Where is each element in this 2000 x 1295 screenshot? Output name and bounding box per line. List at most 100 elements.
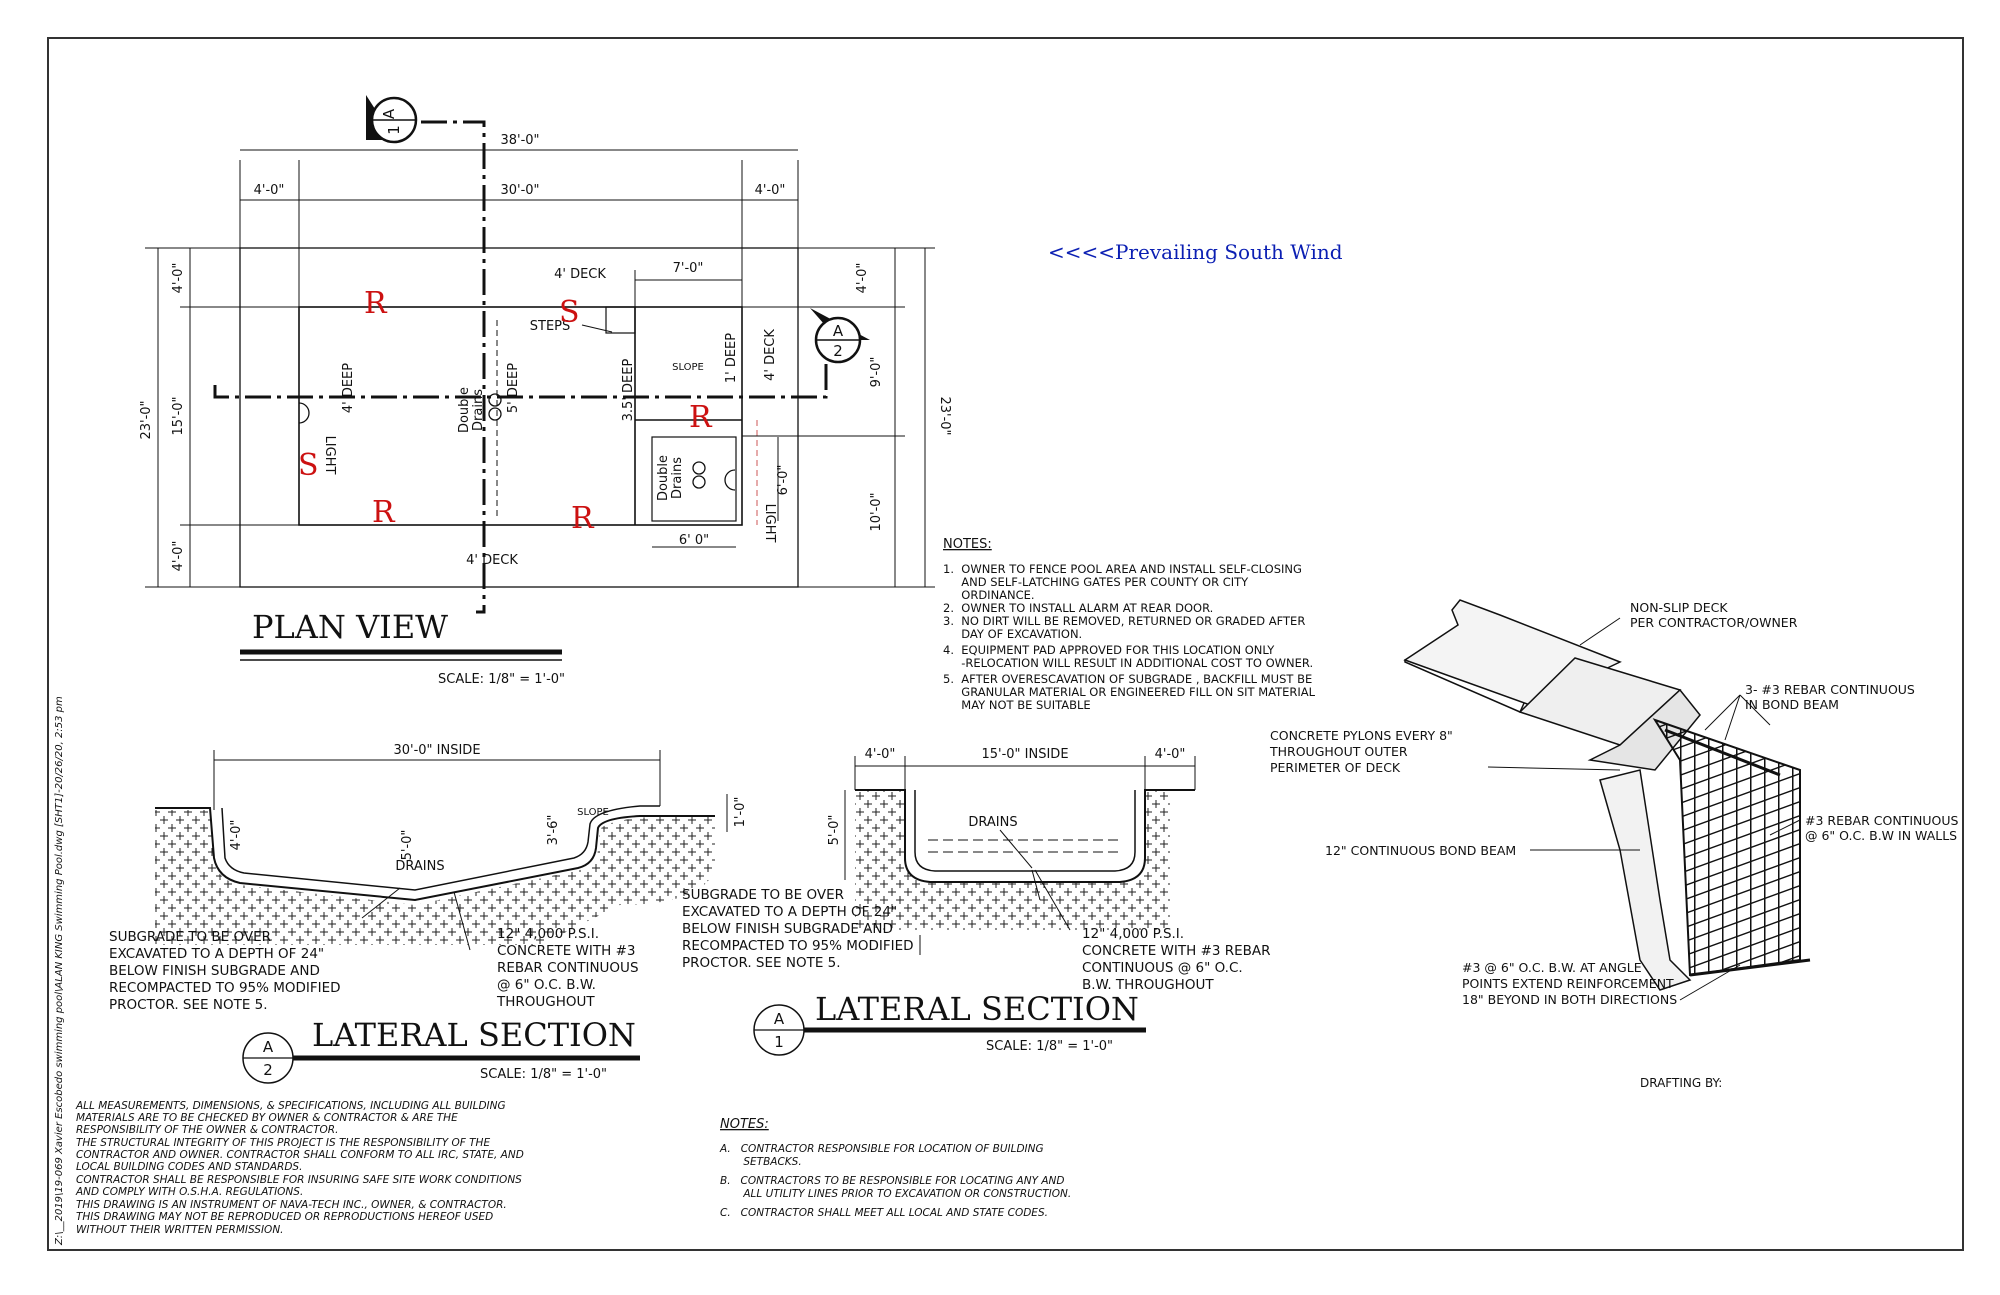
- a1-subgrade-line: RECOMPACTED TO 95% MODIFIED: [682, 938, 914, 954]
- dim-spa-inner-h: 6' 0": [679, 533, 709, 548]
- note-line: MAY NOT BE SUITABLE: [943, 698, 1091, 712]
- note-line: 4. EQUIPMENT PAD APPROVED FOR THIS LOCAT…: [943, 643, 1275, 657]
- detail-non-slip-2: PER CONTRACTOR/OWNER: [1630, 615, 1798, 630]
- a2-concrete-line: THROUGHOUT: [496, 994, 595, 1010]
- detail-rebar-bond-1: 3- #3 REBAR CONTINUOUS: [1745, 682, 1915, 697]
- general-note-line: THE STRUCTURAL INTEGRITY OF THIS PROJECT…: [76, 1137, 490, 1149]
- detail-pylons-2: THROUGHOUT OUTER: [1269, 744, 1408, 759]
- detail-pylons-1: CONCRETE PYLONS EVERY 8": [1270, 728, 1453, 743]
- general-note-line: MATERIALS ARE TO BE CHECKED BY OWNER & C…: [76, 1112, 458, 1124]
- general-note-line: RESPONSIBILITY OF THE OWNER & CONTRACTOR…: [76, 1124, 338, 1136]
- a1-subgrade-line: BELOW FINISH SUBGRADE AND: [682, 921, 893, 937]
- drain-3: [692, 461, 706, 475]
- note-line: ORDINANCE.: [943, 588, 1035, 602]
- a1-dim-5: 5'-0": [827, 815, 842, 846]
- drain-2: [488, 407, 502, 421]
- dim-lower-width: 10'-0": [869, 492, 884, 531]
- section-cut-a1: [421, 120, 486, 614]
- dim-spa-width: 9'-0": [869, 357, 884, 388]
- svg-text:A: A: [833, 322, 844, 340]
- label-one-deep: 1' DEEP: [724, 333, 739, 383]
- general-note-line: ALL MEASUREMENTS, DIMENSIONS, & SPECIFIC…: [75, 1100, 506, 1112]
- dim-right-deck: 4'-0": [755, 183, 786, 198]
- dim-left-deck: 4'-0": [254, 183, 285, 198]
- a1-scale: SCALE: 1/8" = 1'-0": [986, 1039, 1113, 1054]
- detail-pylons-3: PERIMETER OF DECK: [1270, 760, 1401, 775]
- general-note-line: THIS DRAWING IS AN INSTRUMENT OF NAVA-TE…: [76, 1199, 507, 1211]
- a2-subgrade-line: EXCAVATED TO A DEPTH OF 24": [109, 946, 324, 962]
- rebar-mesh: [1652, 718, 1801, 977]
- wind-note: <<<<Prevailing South Wind: [1048, 240, 1343, 264]
- section-marker-a1[interactable]: A 1: [366, 95, 423, 144]
- dim-spa-inner-v: 6'-0": [776, 465, 791, 496]
- marker-s-1: S: [559, 295, 580, 330]
- a1-dim-left: 4'-0": [865, 747, 896, 762]
- a2-dim-1: 1'-0": [733, 797, 748, 828]
- marker-r-1: R: [364, 286, 388, 321]
- label-drains-2a: Double: [656, 455, 671, 501]
- dim-pool-width-left: 15'-0": [171, 396, 186, 435]
- a2-concrete-line: @ 6" O.C. B.W.: [497, 977, 596, 993]
- general-note-line: CONTRACTOR AND OWNER. CONTRACTOR SHALL C…: [76, 1149, 524, 1161]
- a1-subgrade-line: EXCAVATED TO A DEPTH OF 24": [682, 904, 897, 920]
- general-notes: ALL MEASUREMENTS, DIMENSIONS, & SPECIFIC…: [75, 1100, 524, 1236]
- wall-section: [1599, 769, 1692, 991]
- a1-concrete-line: CONTINUOUS @ 6" O.C.: [1082, 960, 1243, 976]
- a2-concrete-line: CONCRETE WITH #3: [497, 943, 635, 959]
- a1-dim-inside: 15'-0" INSIDE: [981, 747, 1068, 762]
- a2-drains: DRAINS: [395, 859, 444, 874]
- label-three5-deep: 3.5' DEEP: [621, 359, 636, 422]
- deck-outline: [239, 247, 799, 588]
- a2-tag-number: 2: [263, 1061, 273, 1079]
- plan-view-scale: SCALE: 1/8" = 1'-0": [438, 672, 565, 687]
- a1-drains: DRAINS: [968, 815, 1017, 830]
- a1-concrete-line: B.W. THROUGHOUT: [1082, 977, 1214, 993]
- marker-r-3: R: [571, 501, 595, 536]
- note-line: 5. AFTER OVERESCAVATION OF SUBGRADE , BA…: [943, 672, 1312, 686]
- pool-outline: [298, 306, 743, 526]
- label-top-deck: 4' DECK: [554, 267, 606, 282]
- note-line: 3. NO DIRT WILL BE REMOVED, RETURNED OR …: [943, 614, 1305, 628]
- a1-subgrade-line: PROCTOR. SEE NOTE 5.: [682, 955, 841, 971]
- pool-shell-a2: [155, 807, 715, 902]
- a2-concrete-line: REBAR CONTINUOUS: [497, 960, 639, 976]
- label-drains-2b: Drains: [670, 457, 685, 499]
- sheet-border: [47, 37, 1964, 1251]
- soil-hatch-a1: [855, 790, 1170, 930]
- a2-dim-35: 3'-6": [546, 815, 561, 846]
- a2-slope: SLOPE: [577, 807, 609, 818]
- dim-steps-width: 7'-0": [673, 261, 704, 276]
- svg-text:1: 1: [385, 125, 403, 135]
- dim-overall-length: 38'-0": [500, 133, 539, 148]
- bottom-note-line: ALL UTILITY LINES PRIOR TO EXCAVATION OR…: [720, 1188, 1071, 1200]
- detail-angle-2: POINTS EXTEND REINFORCEMENT: [1462, 976, 1674, 991]
- bottom-note-line: B. CONTRACTORS TO BE RESPONSIBLE FOR LOC…: [720, 1175, 1064, 1187]
- a1-tag-number: 1: [774, 1033, 784, 1051]
- note-line: GRANULAR MATERIAL OR ENGINEERED FILL ON …: [943, 685, 1316, 699]
- note-line: -RELOCATION WILL RESULT IN ADDITIONAL CO…: [943, 656, 1313, 670]
- a2-concrete-line: 12" 4,000 P.S.I.: [497, 926, 599, 942]
- a2-title: LATERAL SECTION: [312, 1016, 636, 1054]
- section-cut-a2: [213, 362, 828, 399]
- detail-rebar-walls-2: @ 6" O.C. B.W IN WALLS: [1805, 828, 1957, 843]
- coping: [1587, 688, 1701, 771]
- detail-angle-1: #3 @ 6" O.C. B.W. AT ANGLE: [1462, 960, 1642, 975]
- dim-pool-length: 30'-0": [500, 183, 539, 198]
- svg-text:A: A: [380, 108, 398, 119]
- wall-detail: NON-SLIP DECK PER CONTRACTOR/OWNER 3- #3…: [1269, 599, 1958, 1090]
- a1-dim-right: 4'-0": [1155, 747, 1186, 762]
- section-marker-a2[interactable]: A 2: [810, 308, 870, 364]
- notes-heading: NOTES:: [943, 537, 992, 552]
- a2-dim-5: 5'-0": [400, 830, 415, 861]
- pool-shell-a1: [855, 789, 1195, 883]
- plan-view-title: PLAN VIEW: [252, 608, 448, 646]
- detail-rebar-bond-2: IN BOND BEAM: [1745, 697, 1839, 712]
- a1-title: LATERAL SECTION: [815, 990, 1139, 1028]
- a2-subgrade-line: PROCTOR. SEE NOTE 5.: [109, 997, 268, 1013]
- label-right-deck: 4' DECK: [763, 329, 778, 381]
- label-drains-1a: Double: [457, 387, 472, 433]
- steps-box: [605, 306, 636, 334]
- notes-block: NOTES: 1. OWNER TO FENCE POOL AREA AND I…: [943, 537, 1316, 712]
- bottom-note-line: A. CONTRACTOR RESPONSIBLE FOR LOCATION O…: [719, 1143, 1044, 1155]
